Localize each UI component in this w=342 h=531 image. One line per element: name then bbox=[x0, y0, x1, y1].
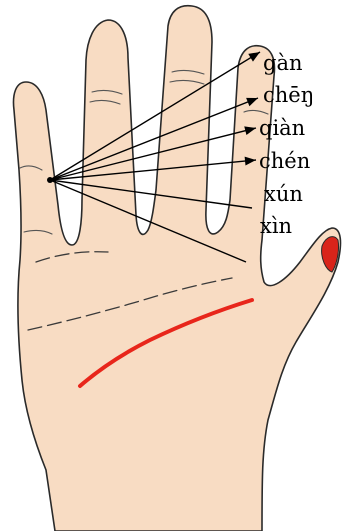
label-chen: chén bbox=[259, 151, 310, 172]
label-cheng: chēŋ bbox=[263, 85, 314, 106]
arrow-to-gan bbox=[50, 52, 260, 180]
arrow-to-cheng bbox=[50, 98, 258, 180]
line-to-xun bbox=[50, 180, 252, 208]
arrow-to-chen bbox=[50, 160, 256, 180]
arrow-to-qian bbox=[50, 128, 256, 180]
label-xin: xìn bbox=[260, 216, 292, 237]
label-xun: xún bbox=[264, 184, 303, 205]
label-gan: gàn bbox=[263, 53, 303, 74]
label-qian: qiàn bbox=[259, 118, 305, 139]
arrow-origin bbox=[47, 177, 53, 183]
